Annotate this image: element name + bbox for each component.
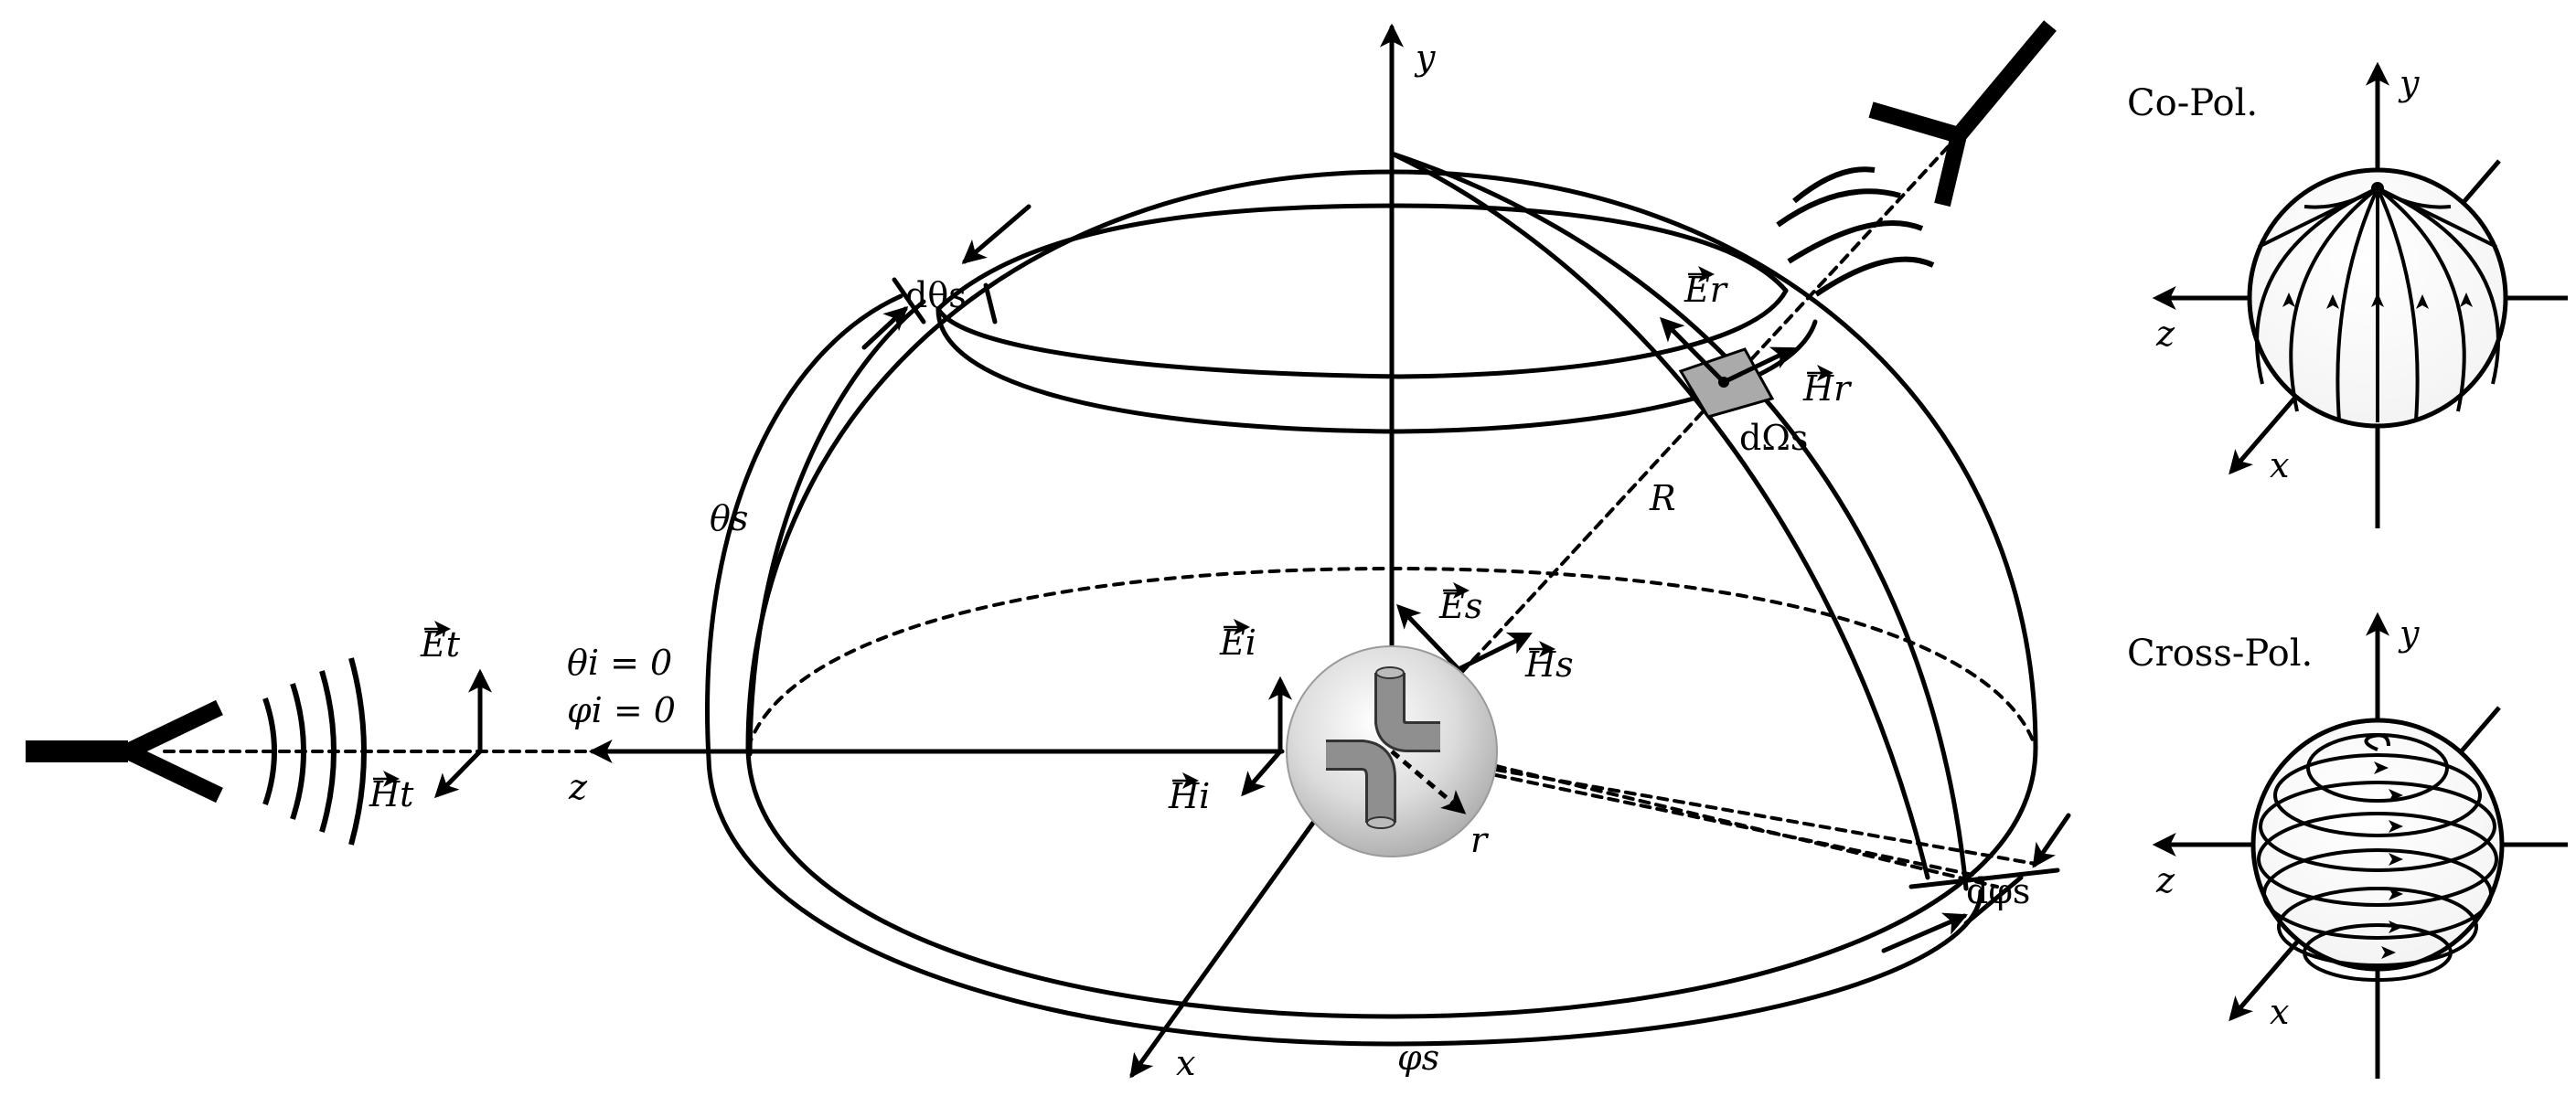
Er-vector xyxy=(1659,316,1726,384)
Es-vector xyxy=(1396,603,1460,671)
theta-arrow xyxy=(861,306,909,350)
phi-arrow xyxy=(1881,912,1968,953)
dphi-arrow xyxy=(2032,813,2071,868)
transmitter-antenna xyxy=(26,657,367,846)
label-theta-i: θi = 0 xyxy=(567,643,672,683)
label-Hr: Hr xyxy=(1802,368,1853,409)
x-axis xyxy=(1129,820,1316,1079)
label-z: z xyxy=(568,767,588,807)
dtheta-ring xyxy=(935,288,1789,379)
label-Et: Et xyxy=(420,624,461,665)
svg-text:y: y xyxy=(2398,63,2420,103)
dtheta-arrow xyxy=(961,204,1031,264)
label-theta-s: θs xyxy=(710,498,748,538)
scatterer xyxy=(1286,645,1498,857)
label-dphi-s: dφs xyxy=(1966,871,2030,911)
inset-co-pol: Co-Pol. y z x xyxy=(2127,61,2568,528)
svg-text:z: z xyxy=(2155,860,2175,900)
svg-text:y: y xyxy=(2398,613,2420,654)
label-Er: Er xyxy=(1683,270,1729,310)
label-Hs: Hs xyxy=(1524,644,1574,685)
label-Ei: Ei xyxy=(1219,623,1256,663)
label-phi-i: φi = 0 xyxy=(567,690,676,730)
svg-text:x: x xyxy=(2270,992,2289,1032)
Hr-vector xyxy=(1722,346,1796,385)
label-dOmega-s: dΩs xyxy=(1739,418,1808,458)
theta-band xyxy=(705,293,903,761)
svg-text:z: z xyxy=(2155,314,2175,354)
equator-front xyxy=(745,745,2038,1019)
inset-cross-pol: Cross-Pol. y z x xyxy=(2127,612,2568,1079)
Ht-vector xyxy=(433,750,482,799)
Hi-vector xyxy=(1241,750,1282,797)
co-pol-title: Co-Pol. xyxy=(2127,82,2258,124)
label-Es: Es xyxy=(1438,586,1482,626)
r-vector xyxy=(1390,750,1467,814)
label-phi-s: φs xyxy=(1397,1038,1439,1078)
label-Hi: Hi xyxy=(1168,776,1210,816)
label-r: r xyxy=(1470,820,1490,860)
Hs-vector xyxy=(1457,632,1533,672)
label-Ht: Ht xyxy=(369,774,414,814)
cross-pol-title: Cross-Pol. xyxy=(2127,633,2313,675)
meridian-1 xyxy=(1389,151,1930,880)
label-R: R xyxy=(1649,478,1676,518)
label-y: y xyxy=(1414,37,1436,78)
label-x: x xyxy=(1176,1043,1195,1083)
label-dtheta-s: dθs xyxy=(905,275,967,315)
receiver-antenna xyxy=(1776,20,2057,297)
meridian-2 xyxy=(1389,151,1969,891)
svg-text:x: x xyxy=(2270,445,2289,485)
